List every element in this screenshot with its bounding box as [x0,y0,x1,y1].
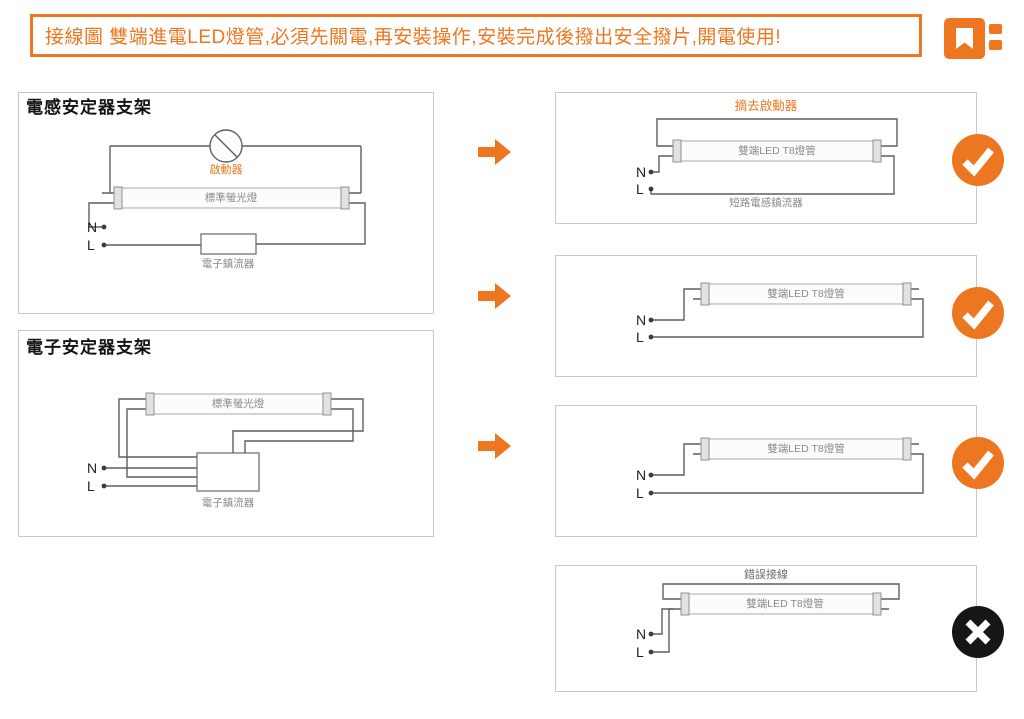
warning-banner: 接線圖 雙端進電LED燈管,必須先關電,再安裝操作,安裝完成後撥出安全撥片,開電… [30,14,922,57]
section-title: 電感安定器支架 [26,98,152,117]
neutral-label: N [636,312,647,328]
note-wrong-wiring: 錯誤接線 [744,569,788,581]
live-label: L [636,644,644,660]
led-tube-graphic [693,437,919,461]
ballast-label: 電子鎮流器 [201,258,255,270]
section-title: 電子安定器支架 [26,338,152,357]
neutral-label: N [636,626,647,642]
tube-label: 雙端LED T8燈管 [767,288,845,300]
starter-symbol [209,129,243,163]
led-tube-graphic [693,282,919,306]
live-terminal-dot [101,483,107,489]
panel-step-wiring-a: 雙端LED T8燈管 N L [555,255,977,377]
tube-label: 標準螢光燈 [204,192,258,204]
live-label: L [87,478,95,494]
wires [104,398,364,487]
led-circuit-graphic [648,282,924,340]
panel-step-wiring-b: 雙端LED T8燈管 N L [555,405,977,537]
live-label: L [636,329,644,345]
led-tube-graphic [673,592,889,616]
panel-step-wrong-wiring: 錯誤接線 雙端LED T8燈管 N L [555,565,977,692]
led-circuit-graphic [648,118,898,195]
neutral-label: N [87,219,98,235]
fluorescent-tube-graphic [102,186,361,210]
live-label: L [87,237,95,253]
arrow-right-icon [478,433,511,459]
wires [651,443,924,494]
neutral-label: N [636,467,647,483]
neutral-terminal-dot [648,631,654,637]
starter-label: 啟動器 [209,164,243,176]
panel-step-remove-starter: 摘去啟動器 雙端LED T8燈管 短路電感鎮流器 N L [555,92,977,224]
tube-label: 雙端LED T8燈管 [746,598,824,610]
plug-icon [944,18,1002,59]
wires [88,145,366,246]
live-label: L [636,181,644,197]
neutral-terminal-dot [648,317,654,323]
live-label: L [636,485,644,501]
inductive-circuit-graphic [88,129,366,255]
ballast-box [196,452,260,492]
neutral-terminal-dot [101,224,107,230]
wires [650,118,898,195]
live-terminal-dot [101,242,107,248]
neutral-terminal-dot [648,169,654,175]
tube-label: 雙端LED T8燈管 [767,443,845,455]
arrow-right-icon [478,283,511,309]
live-terminal-dot [648,334,654,340]
ballast-label: 電子鎮流器 [201,497,255,509]
led-circuit-graphic [648,583,900,655]
live-terminal-dot [648,186,654,192]
live-terminal-dot [648,649,654,655]
tube-label: 雙端LED T8燈管 [738,145,816,157]
checkmark-icon [952,287,1004,339]
warning-banner-text: 接線圖 雙端進電LED燈管,必須先關電,再安裝操作,安裝完成後撥出安全撥片,開電… [45,27,782,48]
panel-electronic-fixture: 電子安定器支架 標準螢光燈 電子鎮流器 N L [18,330,434,537]
neutral-label: N [87,460,98,476]
checkmark-icon [952,437,1004,489]
fluorescent-tube-graphic [134,392,343,416]
electronic-circuit-graphic [101,392,364,492]
live-terminal-dot [648,490,654,496]
panel-inductive-fixture: 電感安定器支架 啟動器 標準螢光燈 電子鎮流器 N L [18,92,434,314]
checkmark-icon [952,134,1004,186]
neutral-terminal-dot [648,472,654,478]
led-tube-graphic [665,139,889,163]
wires [651,583,900,653]
arrow-right-icon [478,139,511,165]
led-circuit-graphic [648,437,924,496]
note-remove-starter: 摘去啟動器 [734,99,798,113]
cross-icon [952,606,1004,658]
neutral-label: N [636,164,647,180]
wires [651,288,924,338]
neutral-terminal-dot [101,465,107,471]
ballast-box [200,233,257,255]
note-short-ballast: 短路電感鎮流器 [729,197,803,209]
tube-label: 標準螢光燈 [211,398,265,410]
